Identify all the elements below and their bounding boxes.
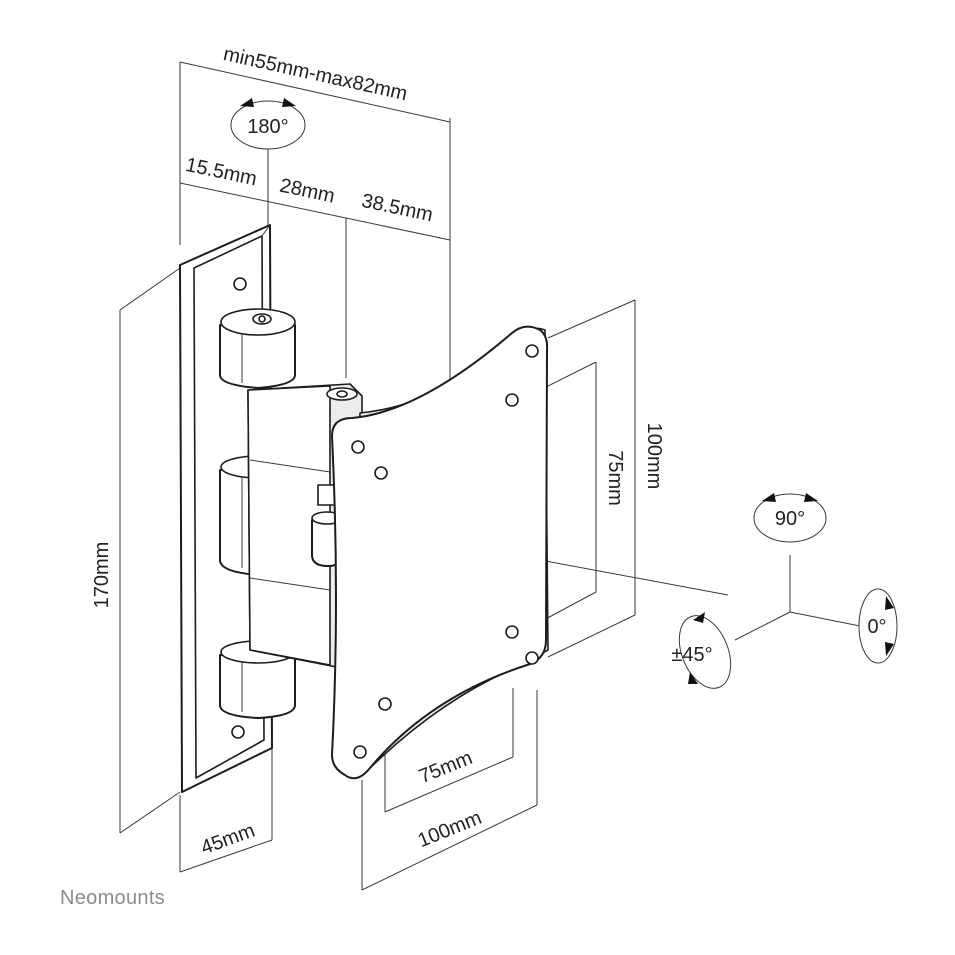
segment-2-label: 28mm	[278, 175, 337, 208]
vesa-hole-75-tr	[505, 393, 519, 407]
arrow-up-icon	[693, 612, 705, 623]
wall-plate-width-label: 45mm	[198, 820, 258, 860]
pan-angle-label: ±45°	[671, 644, 712, 666]
pan-indicator: ±45°	[671, 612, 732, 689]
wall-plate-hole-top	[233, 277, 247, 291]
arrow-up-icon	[885, 596, 894, 610]
height-label: 170mm	[91, 542, 113, 609]
swivel-indicator: 180°	[230, 98, 306, 150]
vesa-vertical-large-label: 100mm	[643, 423, 665, 490]
brand-logo: Neomounts	[60, 887, 165, 909]
vesa-plate	[331, 325, 549, 780]
swivel-angle-label: 180°	[247, 116, 288, 138]
rotate-indicator: 0°	[858, 588, 898, 664]
vesa-hole-100-tl	[351, 440, 365, 454]
vesa-horizontal-large-label: 100mm	[415, 807, 485, 852]
wall-plate-hole-bottom	[231, 725, 245, 739]
vesa-hole-75-br	[505, 625, 519, 639]
segment-3-label: 38.5mm	[360, 190, 435, 227]
vesa-vertical-small-label: 75mm	[604, 450, 626, 506]
vesa-hole-75-bl	[378, 697, 392, 711]
vesa-horizontal-small-label: 75mm	[416, 747, 476, 788]
tilt-indicator: 90°	[753, 493, 827, 543]
rotate-angle-label: 0°	[867, 616, 886, 638]
vesa-hole-75-tl	[374, 466, 388, 480]
arrow-down-icon	[885, 642, 894, 656]
arrow-right-icon	[282, 98, 296, 107]
depth-range-label: min55mm-max82mm	[221, 43, 409, 105]
arrow-left-icon	[240, 98, 254, 107]
vesa-hole-100-tr	[525, 344, 539, 358]
arrow-left-icon	[762, 493, 776, 502]
arrow-down-icon	[688, 672, 698, 684]
vesa-hole-100-br	[525, 651, 539, 665]
segment-1-label: 15.5mm	[184, 154, 259, 191]
arrow-right-icon	[804, 493, 818, 502]
vesa-hole-100-bl	[353, 745, 367, 759]
tilt-angle-label: 90°	[775, 508, 805, 530]
